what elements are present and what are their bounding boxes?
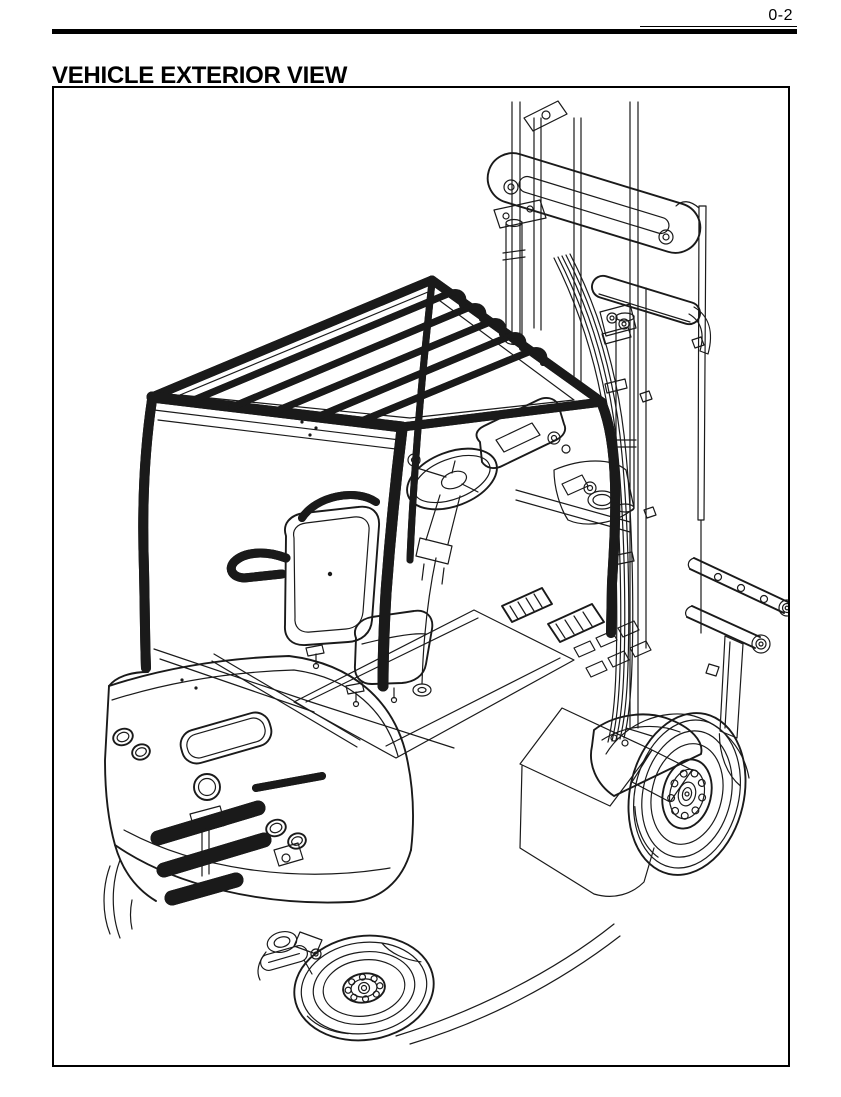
page-title: VEHICLE EXTERIOR VIEW [52,62,348,90]
fork-carriage [685,557,788,739]
counterweight [103,655,414,981]
floor-and-pedals [293,557,652,759]
rear-deck [153,648,455,836]
page-number-underline [640,26,797,27]
figure-frame: Line drawing of an electric counterbalan… [52,86,790,1067]
hydraulic-hoses [553,253,635,743]
forklift-illustration: Line drawing of an electric counterbalan… [103,100,788,1045]
operator-seat [231,495,434,708]
front-wheel [627,712,747,876]
header-rule [52,29,797,34]
front-end [519,707,750,897]
steering-wheel [406,447,498,585]
page-number: 0-2 [768,7,793,24]
mast [486,100,712,737]
dashboard [475,396,635,525]
chassis-line [395,923,621,1045]
rear-wheel [293,934,435,1042]
